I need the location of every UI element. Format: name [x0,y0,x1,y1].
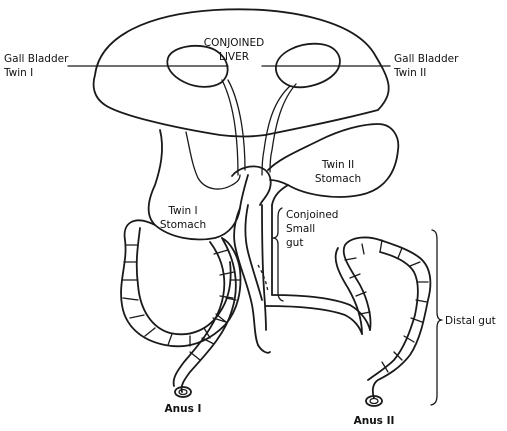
twin-1-stomach-inner [186,132,240,189]
anus-twin-1 [175,387,191,397]
gut-branch-twin-2 [272,295,370,330]
small-gut-bracket [273,208,283,301]
label-twin-2-stomach: Twin II Stomach [315,159,361,185]
twin-2-large-bowel [344,237,431,398]
svg-text:gut: gut [286,237,303,249]
twin-1-descending-colon [181,238,235,392]
svg-text:Conjoined: Conjoined [286,209,338,221]
svg-text:Twin II: Twin II [321,159,354,171]
twin-2-large-bowel-inner [336,248,362,334]
label-gall-bladder-twin-2: Gall Bladder Twin II [393,53,459,79]
label-distal-gut: Distal gut [445,315,496,327]
twin-2-large-bowel-outer [368,252,418,380]
svg-text:Stomach: Stomach [315,173,361,185]
twin-2-stomach-outlet [272,185,288,205]
svg-text:Twin I: Twin I [167,205,197,217]
svg-text:CONJOINED: CONJOINED [204,37,264,49]
label-twin-1-stomach: Twin I Stomach [160,205,206,231]
svg-text:LIVER: LIVER [219,51,249,63]
bile-ducts [222,80,296,175]
label-conjoined-small-gut: Conjoined Small gut [286,209,338,249]
svg-text:Gall Bladder: Gall Bladder [394,53,459,65]
svg-text:Gall Bladder: Gall Bladder [4,53,69,65]
gut-branch-twin-2-lower [266,306,362,334]
svg-text:Twin I: Twin I [3,67,33,79]
svg-text:Twin II: Twin II [393,67,426,79]
twin-1-descending-colon-inner [174,242,225,386]
label-conjoined-liver: CONJOINED LIVER [204,37,264,63]
svg-text:Stomach: Stomach [160,219,206,231]
conjoined-liver [94,9,389,136]
label-gall-bladder-twin-1: Gall Bladder Twin I [3,53,69,79]
label-anus-2: Anus II [354,415,395,427]
svg-text:Small: Small [286,223,315,235]
distal-gut-bracket [431,230,442,405]
twin-1-large-bowel-inner [137,228,231,334]
label-anus-1: Anus I [165,403,202,415]
gut-branch-twin-1 [258,345,270,353]
